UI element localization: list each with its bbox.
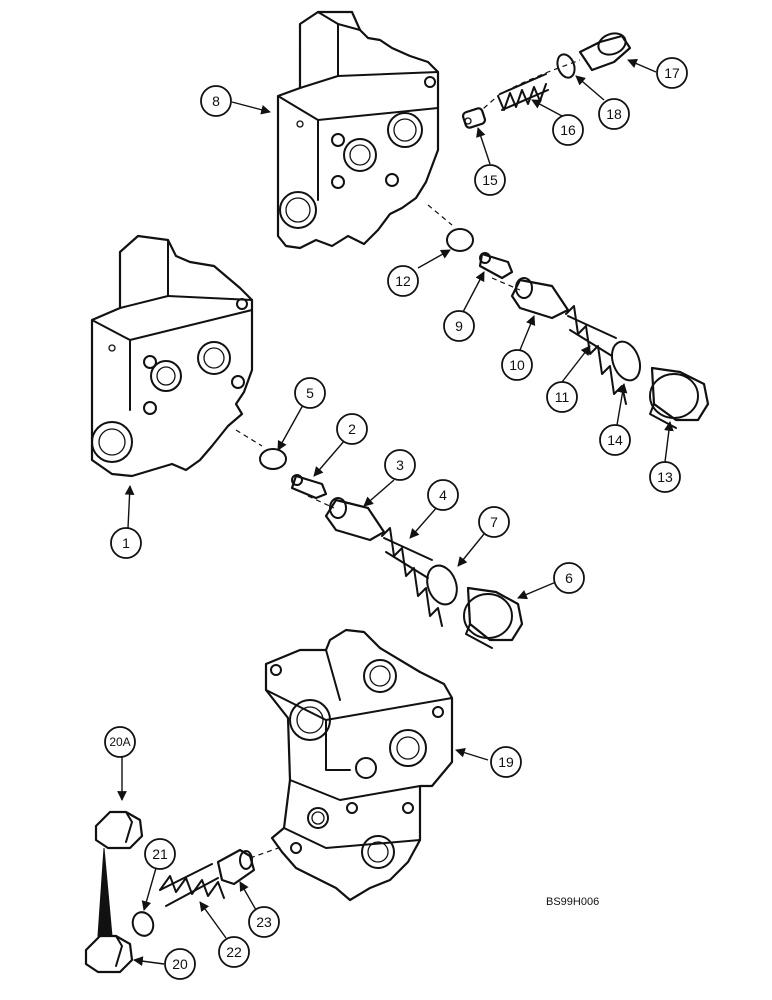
svg-text:13: 13 xyxy=(657,469,673,485)
part-15-poppet xyxy=(461,107,487,129)
part-21-seal-ring xyxy=(131,911,155,937)
callout-15: 15 xyxy=(474,164,506,196)
part-20a-plug xyxy=(94,810,144,850)
callout-20: 20 xyxy=(164,948,196,980)
part-5-o-ring xyxy=(259,448,287,470)
callout-3: 3 xyxy=(384,449,416,481)
callout-4: 4 xyxy=(427,479,459,511)
callout-1: 1 xyxy=(110,527,142,559)
callout-5: 5 xyxy=(294,377,326,409)
part-14-o-ring xyxy=(610,340,642,382)
callout-14: 14 xyxy=(599,424,631,456)
svg-text:16: 16 xyxy=(560,122,576,138)
part-12-o-ring xyxy=(446,228,474,252)
svg-text:19: 19 xyxy=(498,754,514,770)
part-23-sleeve xyxy=(216,848,256,886)
svg-text:10: 10 xyxy=(509,357,525,373)
callout-19: 19 xyxy=(490,746,522,778)
svg-text:21: 21 xyxy=(152,846,168,862)
part-11-spring xyxy=(565,305,627,405)
part-16-spring xyxy=(497,73,549,111)
svg-text:14: 14 xyxy=(607,432,623,448)
svg-text:9: 9 xyxy=(455,318,463,334)
callout-11: 11 xyxy=(546,381,578,413)
svg-text:11: 11 xyxy=(555,389,570,405)
callout-7: 7 xyxy=(478,506,510,538)
part-3-spool xyxy=(324,497,386,542)
svg-text:5: 5 xyxy=(306,385,314,401)
svg-text:18: 18 xyxy=(606,106,622,122)
svg-text:8: 8 xyxy=(212,93,220,109)
callout-22: 22 xyxy=(218,936,250,968)
part-22-spring xyxy=(159,863,225,907)
svg-text:3: 3 xyxy=(396,457,404,473)
svg-text:15: 15 xyxy=(482,172,498,188)
callout-9: 9 xyxy=(443,310,475,342)
part-9-check-poppet xyxy=(478,252,514,280)
svg-text:4: 4 xyxy=(439,487,447,503)
part-4-spring xyxy=(381,527,443,627)
callout-23: 23 xyxy=(248,906,280,938)
svg-text:17: 17 xyxy=(664,65,680,81)
svg-text:6: 6 xyxy=(565,570,573,586)
svg-text:12: 12 xyxy=(395,273,411,289)
svg-text:22: 22 xyxy=(226,944,242,960)
callout-13: 13 xyxy=(649,461,681,493)
part-13-end-cap xyxy=(649,366,710,429)
valve-section-lower xyxy=(264,628,454,902)
part-7-o-ring xyxy=(426,564,458,606)
callout-8: 8 xyxy=(200,85,232,117)
svg-text:20A: 20A xyxy=(109,735,130,749)
callout-16: 16 xyxy=(552,114,584,146)
callout-2: 2 xyxy=(336,413,368,445)
callout-6: 6 xyxy=(553,562,585,594)
callout-18: 18 xyxy=(598,98,630,130)
svg-text:1: 1 xyxy=(122,535,130,551)
leader-lines xyxy=(117,58,674,967)
svg-text:20: 20 xyxy=(172,956,188,972)
part-10-spool xyxy=(510,277,570,320)
callout-21: 21 xyxy=(144,838,176,870)
part-20-plug xyxy=(84,934,134,974)
valve-section-upper xyxy=(276,10,440,250)
svg-text:23: 23 xyxy=(256,914,272,930)
part-18-seal-ring xyxy=(556,53,576,79)
callout-17: 17 xyxy=(656,57,688,89)
svg-text:7: 7 xyxy=(490,514,498,530)
svg-text:2: 2 xyxy=(348,421,356,437)
part-17-plug xyxy=(578,32,632,72)
callout-10: 10 xyxy=(501,349,533,381)
callout-12: 12 xyxy=(387,265,419,297)
callout-20a: 20A xyxy=(104,726,136,758)
alternate-part-indicator xyxy=(97,847,113,937)
part-2-check-poppet xyxy=(290,474,328,500)
part-6-end-cap xyxy=(463,586,524,649)
valve-section-middle xyxy=(90,234,254,478)
figure-reference: BS99H006 xyxy=(546,896,599,908)
